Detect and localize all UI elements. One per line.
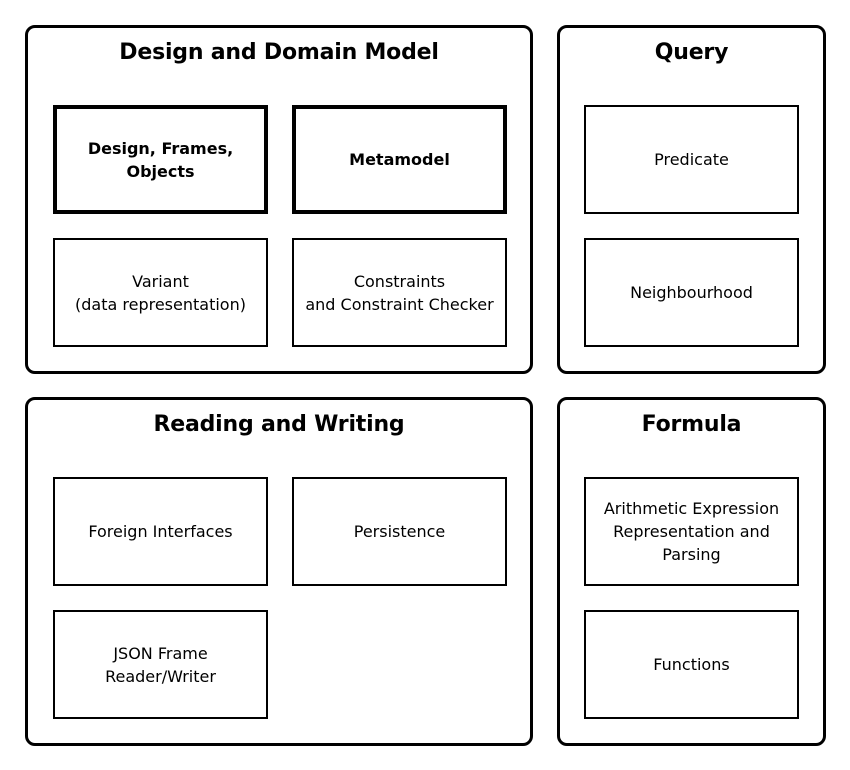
box-json-frame-reader-writer: JSON Frame Reader/Writer bbox=[53, 610, 268, 719]
box-arithmetic-expression: Arithmetic Expression Representation and… bbox=[584, 477, 799, 586]
group-reading-and-writing: Reading and Writing Foreign Interfaces P… bbox=[25, 397, 533, 746]
box-variant: Variant (data representation) bbox=[53, 238, 268, 347]
group-title-design: Design and Domain Model bbox=[119, 40, 439, 65]
group-title-formula: Formula bbox=[641, 412, 742, 437]
box-persistence: Persistence bbox=[292, 477, 507, 586]
box-label-predicate: Predicate bbox=[654, 150, 729, 169]
box-label-variant: Variant (data representation) bbox=[75, 271, 246, 314]
box-label-persistence: Persistence bbox=[353, 522, 446, 541]
box-label-foreign-interfaces: Foreign Interfaces bbox=[88, 522, 233, 541]
box-foreign-interfaces: Foreign Interfaces bbox=[53, 477, 268, 586]
group-design-and-domain-model: Design and Domain Model Design, Frames, … bbox=[25, 25, 533, 374]
box-neighbourhood: Neighbourhood bbox=[584, 238, 799, 347]
group-query: Query Predicate Neighbourhood bbox=[557, 25, 826, 374]
box-label-metamodel: Metamodel bbox=[349, 150, 450, 169]
box-metamodel: Metamodel bbox=[292, 105, 507, 214]
group-title-query: Query bbox=[654, 40, 729, 65]
box-label-neighbourhood: Neighbourhood bbox=[630, 283, 753, 302]
box-design-frames-objects: Design, Frames, Objects bbox=[53, 105, 268, 214]
box-label-constraints: Constraints and Constraint Checker bbox=[305, 271, 494, 314]
box-label-arithmetic-expression: Arithmetic Expression Representation and… bbox=[603, 499, 780, 564]
box-predicate: Predicate bbox=[584, 105, 799, 214]
box-constraints: Constraints and Constraint Checker bbox=[292, 238, 507, 347]
box-label-json-frame: JSON Frame Reader/Writer bbox=[105, 643, 216, 686]
box-label-functions: Functions bbox=[653, 655, 730, 674]
group-formula: Formula Arithmetic Expression Representa… bbox=[557, 397, 826, 746]
box-label-design-frames-objects: Design, Frames, Objects bbox=[87, 138, 234, 181]
group-title-reading: Reading and Writing bbox=[153, 412, 405, 437]
box-functions: Functions bbox=[584, 610, 799, 719]
